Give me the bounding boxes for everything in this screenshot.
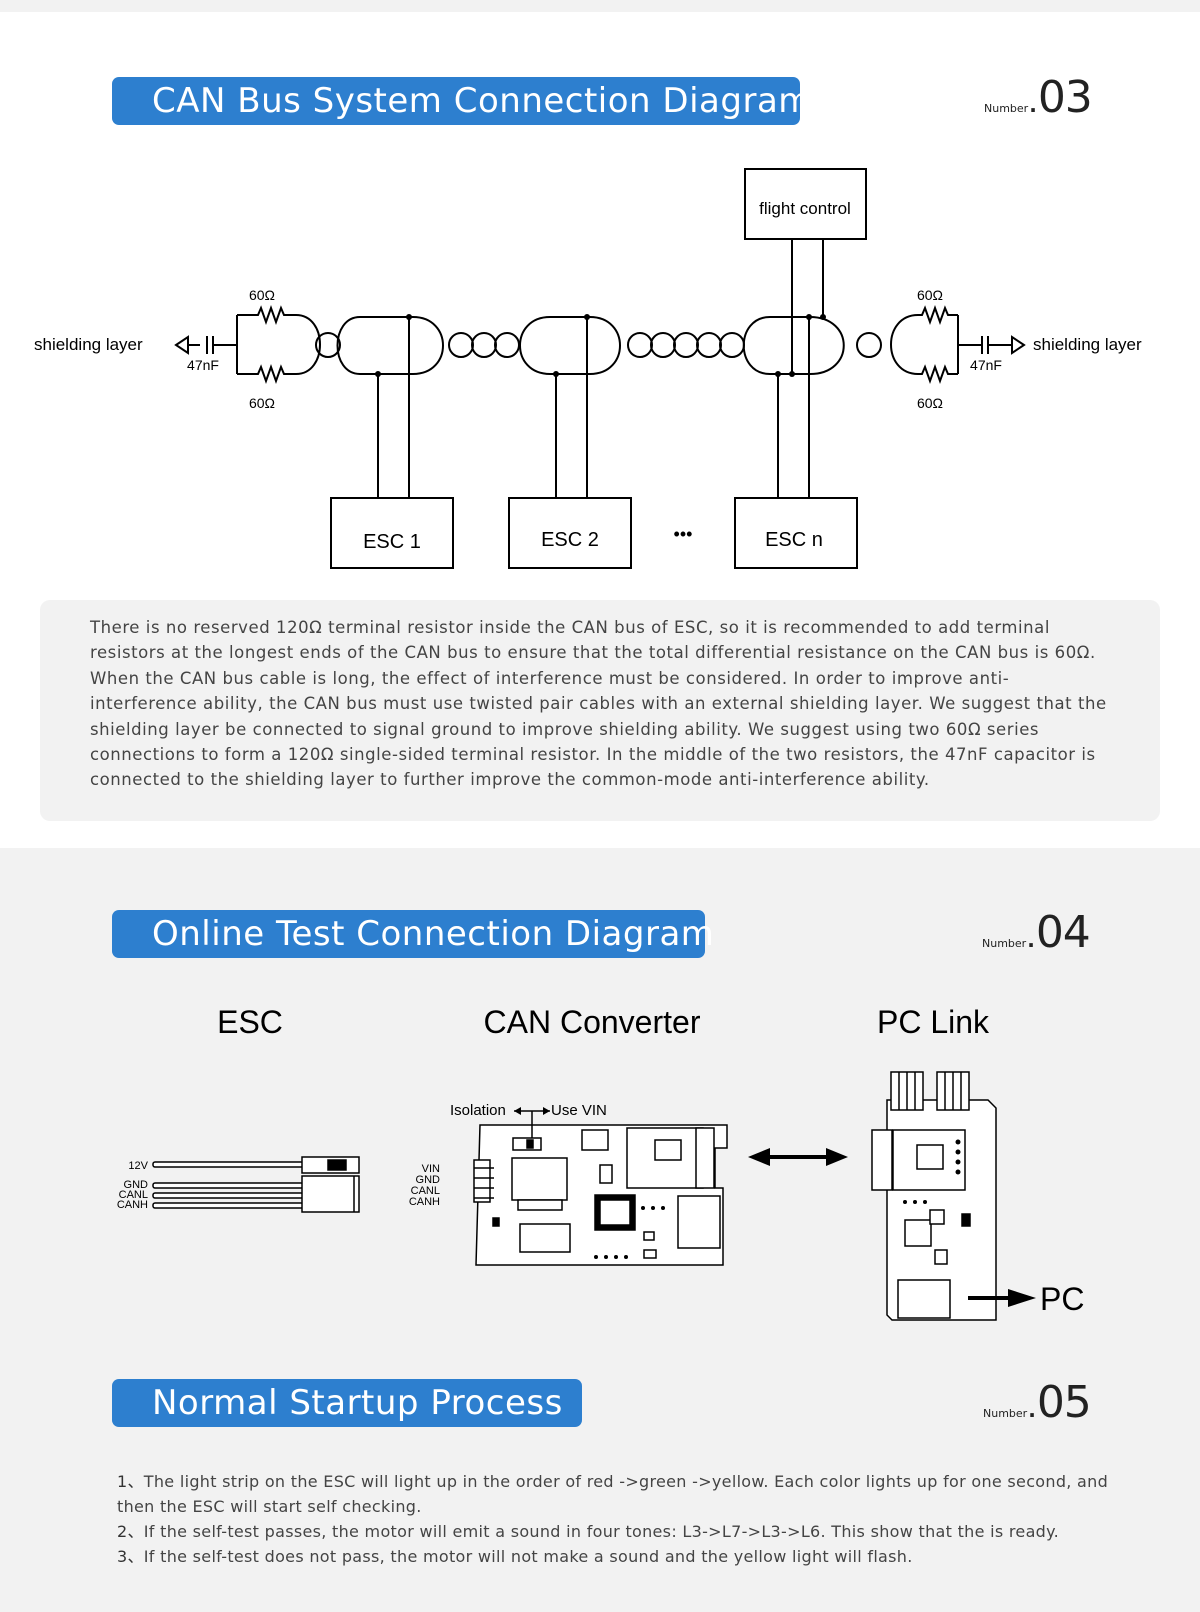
section-number-05: Number.05	[983, 1377, 1092, 1428]
startup-step: 3、If the self-test does not pass, the mo…	[117, 1544, 1117, 1569]
left-bottom-resistor-label: 60Ω	[249, 395, 275, 411]
esc-pin-gnd: GND	[124, 1179, 149, 1191]
number-label: Number	[983, 1407, 1028, 1420]
step-text: If the self-test passes, the motor will …	[143, 1522, 1059, 1541]
section-title-startup: Normal Startup Process	[112, 1379, 582, 1427]
esc1-label: ESC 1	[363, 531, 421, 553]
pclink-dots	[903, 1139, 961, 1204]
number-value: 04	[1035, 907, 1091, 958]
can-converter-board	[473, 1124, 728, 1266]
number-dot: .	[1027, 928, 1035, 952]
right-capacitor-label: 47nF	[970, 357, 1002, 373]
pc-arrow	[968, 1289, 1036, 1307]
step-number: 2、	[117, 1522, 144, 1541]
use-vin-label: Use VIN	[551, 1102, 607, 1119]
isolation-label: Isolation	[450, 1102, 506, 1119]
section-title-online-test: Online Test Connection Diagram	[112, 910, 714, 958]
bidirectional-arrow	[748, 1148, 848, 1166]
esc-pin-canh: CANH	[117, 1199, 148, 1211]
col-esc-heading: ESC	[217, 1004, 283, 1040]
step-text: The light strip on the ESC will light up…	[117, 1472, 1109, 1516]
esc2-box	[508, 497, 632, 569]
top-strip	[0, 0, 1200, 12]
right-bottom-resistor-label: 60Ω	[917, 395, 943, 411]
step-number: 3、	[117, 1547, 144, 1566]
converter-pin-labels: VIN GND CANL CANH	[409, 1163, 440, 1208]
number-dot: .	[1029, 93, 1037, 117]
flight-control-box	[744, 168, 867, 240]
esc1-box	[330, 497, 454, 569]
escn-label: ESC n	[765, 529, 823, 551]
section-number-03: Number.03	[984, 72, 1093, 123]
number-dot: .	[1028, 1398, 1036, 1422]
col-converter-heading: CAN Converter	[484, 1004, 701, 1040]
escn-box	[734, 497, 858, 569]
converter-pin-canl: CANL	[411, 1185, 440, 1197]
number-value: 03	[1037, 72, 1093, 123]
can-bus-diagram: flight control 60Ω 60Ω 60Ω 60Ω 47nF 47nF…	[34, 168, 1142, 569]
right-shield-label: shielding layer	[1033, 335, 1142, 354]
left-shield-label: shielding layer	[34, 335, 143, 354]
number-label: Number	[984, 102, 1029, 115]
number-value: 05	[1036, 1377, 1092, 1428]
online-test-diagram: ESC CAN Converter PC Link 12V GND CANL C…	[117, 1004, 1084, 1321]
esc2-label: ESC 2	[541, 529, 599, 551]
pc-link-board	[871, 1071, 997, 1321]
startup-steps: 1、The light strip on the ESC will light …	[117, 1469, 1117, 1569]
converter-pin-vin: VIN	[422, 1163, 440, 1175]
step-number: 1、	[117, 1472, 144, 1491]
left-capacitor-label: 47nF	[187, 357, 219, 373]
esc-pin-12v: 12V	[128, 1160, 148, 1172]
converter-pin-gnd: GND	[416, 1174, 441, 1186]
esc-cable	[152, 1156, 360, 1213]
startup-step: 1、The light strip on the ESC will light …	[117, 1469, 1117, 1519]
esc-pin-canl: CANL	[119, 1189, 148, 1201]
left-top-resistor-label: 60Ω	[249, 287, 275, 303]
step-text: If the self-test does not pass, the moto…	[143, 1547, 913, 1566]
esc-pin-labels: 12V GND CANL CANH	[117, 1160, 149, 1211]
right-top-resistor-label: 60Ω	[917, 287, 943, 303]
pc-label: PC	[1040, 1281, 1084, 1317]
converter-pin-canh: CANH	[409, 1196, 440, 1208]
ellipsis-label: •••	[674, 524, 693, 544]
startup-step: 2、If the self-test passes, the motor wil…	[117, 1519, 1117, 1544]
number-label: Number	[982, 937, 1027, 950]
section-number-04: Number.04	[982, 907, 1091, 958]
flight-control-label: flight control	[759, 199, 851, 218]
section-title-can-bus: CAN Bus System Connection Diagram	[112, 77, 811, 125]
converter-dots	[594, 1206, 665, 1259]
can-bus-description: There is no reserved 120Ω terminal resis…	[40, 600, 1160, 821]
col-pclink-heading: PC Link	[877, 1004, 990, 1040]
